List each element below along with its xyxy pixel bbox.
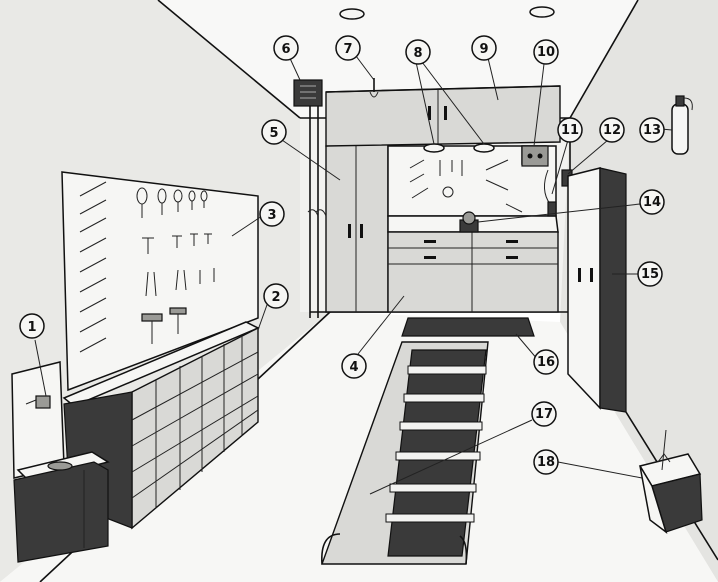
bench-vice xyxy=(459,211,479,233)
callout-14-label: 14 xyxy=(643,195,661,210)
ceiling-light xyxy=(339,8,365,20)
upper-cabinets xyxy=(325,85,561,147)
callout-9: 9 xyxy=(471,35,497,61)
callout-3-label: 3 xyxy=(267,208,276,223)
callout-3: 3 xyxy=(259,201,285,227)
faucet xyxy=(35,395,51,409)
callout-15-label: 15 xyxy=(641,267,659,282)
callout-1: 1 xyxy=(19,313,45,339)
callout-7-label: 7 xyxy=(343,42,352,57)
wardrobe-cabinet xyxy=(567,167,627,413)
callout-15: 15 xyxy=(637,261,663,287)
washbasin-unit xyxy=(11,361,110,563)
callout-10: 10 xyxy=(533,39,559,65)
work-lamp xyxy=(544,169,557,217)
callout-16-label: 16 xyxy=(537,355,555,370)
callout-16: 16 xyxy=(533,349,559,375)
callout-11: 11 xyxy=(557,117,583,143)
leader-lines xyxy=(34,53,673,495)
callout-13: 13 xyxy=(639,117,665,143)
callout-4-label: 4 xyxy=(349,360,358,375)
tool-pegboard xyxy=(61,171,259,392)
callout-17: 17 xyxy=(531,401,557,427)
callouts: 1 2 3 4 5 6 7 8 9 10 11 12 13 14 15 16 1… xyxy=(19,35,665,475)
callout-14: 14 xyxy=(639,189,665,215)
callout-6-label: 6 xyxy=(281,42,290,57)
callout-4: 4 xyxy=(341,353,367,379)
floor-mat xyxy=(401,317,535,337)
callout-12-label: 12 xyxy=(603,123,621,138)
callout-18-label: 18 xyxy=(537,455,555,470)
lifting-hook xyxy=(369,78,379,98)
callout-5: 5 xyxy=(261,119,287,145)
callout-13-label: 13 xyxy=(643,123,661,138)
callout-18: 18 xyxy=(533,449,559,475)
callout-2-label: 2 xyxy=(271,290,280,305)
callout-17-label: 17 xyxy=(535,407,553,422)
fire-extinguisher xyxy=(671,95,693,155)
callout-8-label: 8 xyxy=(413,46,422,61)
callout-10-label: 10 xyxy=(537,45,555,60)
electrical-panel xyxy=(521,145,549,167)
drawer-cabinet xyxy=(62,321,260,530)
ceiling-light xyxy=(529,6,555,18)
callout-2: 2 xyxy=(263,283,289,309)
floor xyxy=(0,312,718,582)
callout-9-label: 9 xyxy=(479,42,488,57)
callout-8: 8 xyxy=(405,39,431,65)
callout-11-label: 11 xyxy=(561,123,579,138)
callout-6: 6 xyxy=(273,35,299,61)
callout-1-label: 1 xyxy=(27,320,36,335)
callout-7: 7 xyxy=(335,35,361,61)
storage-box xyxy=(638,429,703,534)
callout-5-label: 5 xyxy=(269,126,278,141)
ventilation-fan xyxy=(293,79,323,107)
inspection-pit xyxy=(321,341,489,565)
callout-12: 12 xyxy=(599,117,625,143)
